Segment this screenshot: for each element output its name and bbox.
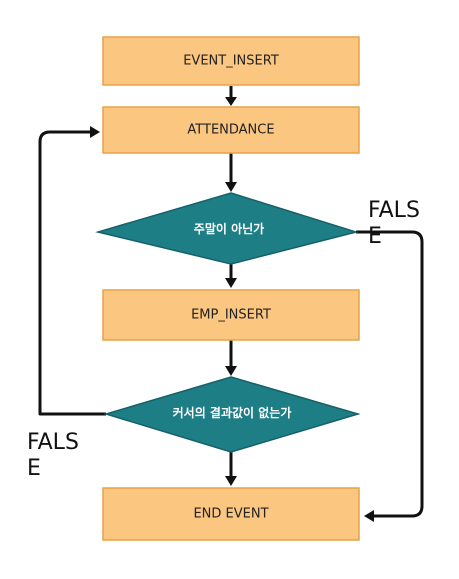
false-label-right-line1: FALS xyxy=(368,198,420,223)
node-cursor-empty: 커서의 결과값이 없는가 xyxy=(103,376,361,453)
emp-insert-label: EMP_INSERT xyxy=(191,308,271,323)
false-label-right-line2: E xyxy=(368,224,382,249)
attendance-box xyxy=(102,106,360,154)
end-event-label: END EVENT xyxy=(193,507,268,522)
arrowhead-attendance xyxy=(225,97,237,106)
node-not-weekend: 주말이 아닌가 xyxy=(95,192,359,265)
false-branch-label-left: FALS E xyxy=(27,430,79,482)
edge-false-to-end-event xyxy=(356,230,424,518)
node-event-insert: EVENT_INSERT xyxy=(102,36,360,86)
false-branch-label-right: FALS E xyxy=(368,198,420,250)
edge-false-loop-to-attendance xyxy=(38,130,106,416)
cursor-empty-diamond xyxy=(103,376,361,453)
arrowhead-loop-attendance xyxy=(90,126,100,138)
cursor-empty-label: 커서의 결과값이 없는가 xyxy=(173,405,292,420)
node-emp-insert: EMP_INSERT xyxy=(102,289,360,341)
arrowhead-not-weekend xyxy=(225,182,237,192)
false-label-left-line1: FALS xyxy=(27,430,79,455)
arrowhead-end-event-side xyxy=(364,510,374,522)
event-insert-label: EVENT_INSERT xyxy=(183,54,279,69)
event-insert-box xyxy=(102,36,360,86)
node-attendance: ATTENDANCE xyxy=(102,106,360,154)
arrowhead-end-event xyxy=(225,476,237,486)
not-weekend-label: 주말이 아닌가 xyxy=(194,221,264,236)
false-label-left-line2: E xyxy=(27,456,41,481)
arrowhead-cursor-empty xyxy=(225,366,237,376)
end-event-box xyxy=(102,487,360,541)
attendance-label: ATTENDANCE xyxy=(187,123,274,138)
edges xyxy=(38,86,424,522)
arrowhead-emp-insert xyxy=(225,278,237,288)
emp-insert-box xyxy=(102,289,360,341)
not-weekend-diamond xyxy=(95,192,359,265)
node-end-event: END EVENT xyxy=(102,487,360,541)
